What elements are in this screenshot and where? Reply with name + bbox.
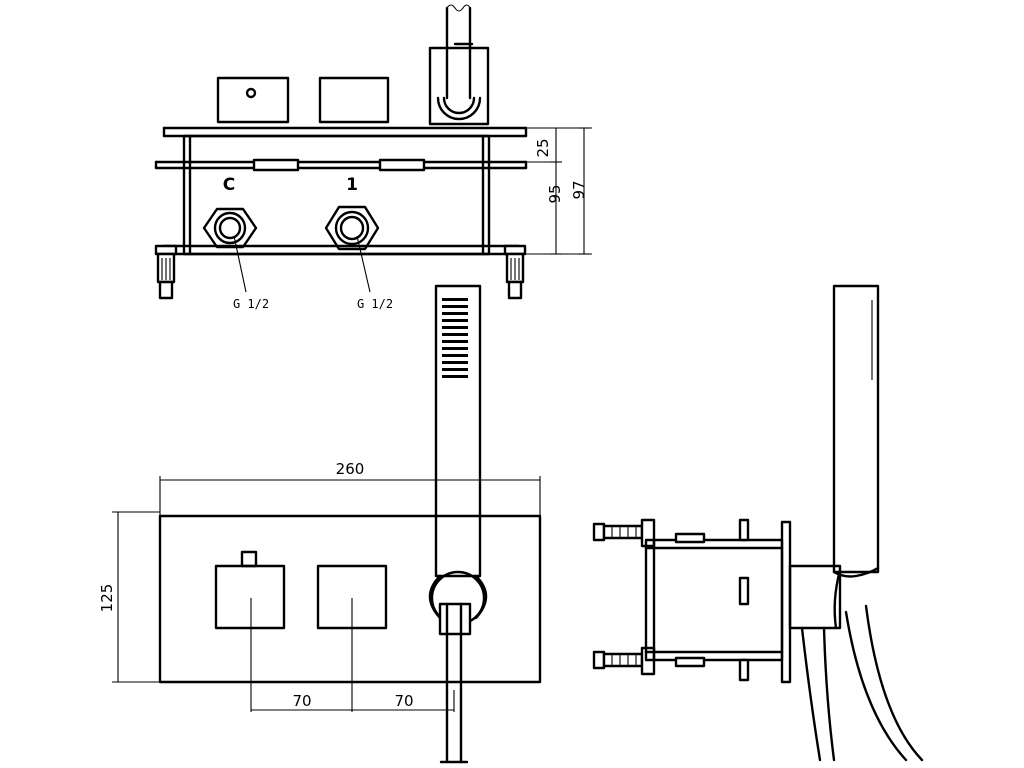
front-plate [158,514,542,684]
dim-95: 95 [546,184,564,203]
side-body [644,538,784,662]
dim-25: 25 [534,138,552,157]
top-holder [428,4,490,126]
side-bolt-lower [592,646,656,676]
side-holder [788,564,842,630]
thread-left-label: G 1/2 [233,297,269,311]
hand-shower-front [428,284,488,764]
shower-nozzle-grid [442,298,468,378]
side-hand-shower [832,284,880,574]
top-knob-left [216,76,290,124]
port-right-fitting [324,205,380,251]
front-knob-left [214,564,286,630]
port-left-label: C [223,175,235,195]
top-foot-left [154,244,178,300]
port-left-fitting [202,207,258,249]
dim-70-left: 70 [292,692,311,710]
dim-125: 125 [98,584,116,613]
top-body [182,134,491,256]
top-view: C 1 G 1/2 G 1/2 25 [154,4,592,311]
top-knob-right [318,76,390,124]
top-dimensions [518,127,592,255]
front-view: 260 125 70 70 [98,460,542,712]
port-right-label: 1 [346,175,358,195]
dim-70-right: 70 [394,692,413,710]
dim-260: 260 [336,460,365,478]
front-width-dim [159,476,541,516]
top-foot-right [503,244,527,300]
dim-97: 97 [570,180,588,199]
thread-right-label: G 1/2 [357,297,393,311]
side-view [592,284,924,762]
front-spacing-dims [250,598,455,712]
top-knob-indicator [245,87,257,99]
front-height-dim [112,511,160,683]
